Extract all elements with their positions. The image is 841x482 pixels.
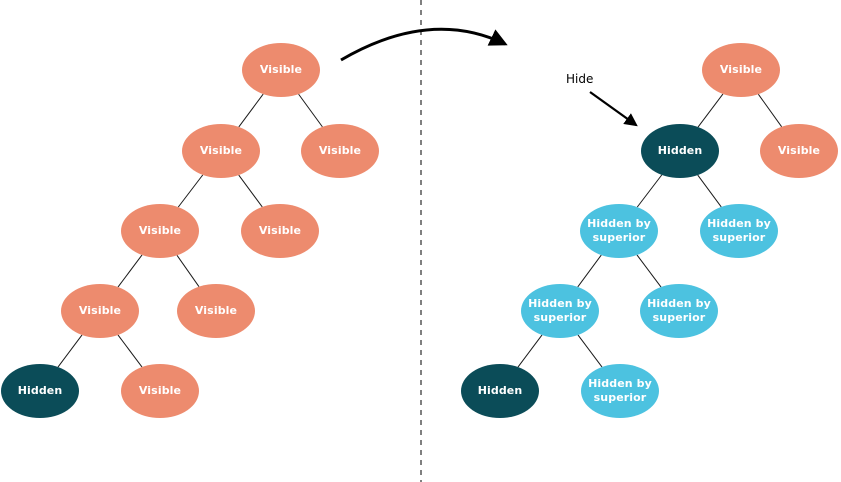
tree-node-hidden[interactable]: Hidden bbox=[461, 364, 539, 418]
tree-node-visible[interactable]: Visible bbox=[121, 204, 199, 258]
tree-node-inherited[interactable]: Hidden by superior bbox=[521, 284, 599, 338]
tree-node-visible[interactable]: Visible bbox=[301, 124, 379, 178]
tree-node-visible[interactable]: Visible bbox=[702, 43, 780, 97]
tree-edge bbox=[238, 174, 263, 208]
tree-node-hidden[interactable]: Hidden bbox=[641, 124, 719, 178]
tree-edge bbox=[117, 254, 143, 288]
tree-node-inherited[interactable]: Hidden by superior bbox=[580, 204, 658, 258]
tree-edge bbox=[577, 334, 603, 368]
tree-edge bbox=[117, 334, 143, 368]
tree-edge bbox=[577, 254, 602, 288]
tree-edge bbox=[238, 93, 264, 128]
hide-annotation-label: Hide bbox=[566, 72, 594, 86]
tree-node-visible[interactable]: Visible bbox=[241, 204, 319, 258]
tree-edge bbox=[176, 255, 200, 287]
tree-node-inherited[interactable]: Hidden by superior bbox=[700, 204, 778, 258]
tree-node-hidden[interactable]: Hidden bbox=[1, 364, 79, 418]
tree-edge bbox=[697, 93, 724, 128]
tree-node-visible[interactable]: Visible bbox=[61, 284, 139, 338]
tree-edge bbox=[177, 174, 204, 208]
tree-node-visible[interactable]: Visible bbox=[182, 124, 260, 178]
tree-edge bbox=[298, 93, 323, 128]
tree-node-visible[interactable]: Visible bbox=[177, 284, 255, 338]
tree-edge bbox=[517, 334, 543, 368]
tree-node-visible[interactable]: Visible bbox=[760, 124, 838, 178]
tree-edge bbox=[636, 174, 663, 208]
tree-edge bbox=[757, 93, 783, 128]
tree-node-inherited[interactable]: Hidden by superior bbox=[640, 284, 718, 338]
tree-node-inherited[interactable]: Hidden by superior bbox=[581, 364, 659, 418]
tree-edge bbox=[697, 174, 722, 208]
tree-edge bbox=[57, 334, 83, 368]
tree-node-visible[interactable]: Visible bbox=[121, 364, 199, 418]
transition-arrow-icon bbox=[340, 27, 508, 62]
tree-node-visible[interactable]: Visible bbox=[242, 43, 320, 97]
tree-edge bbox=[636, 254, 662, 288]
hide-pointer-arrow-icon bbox=[589, 91, 638, 127]
